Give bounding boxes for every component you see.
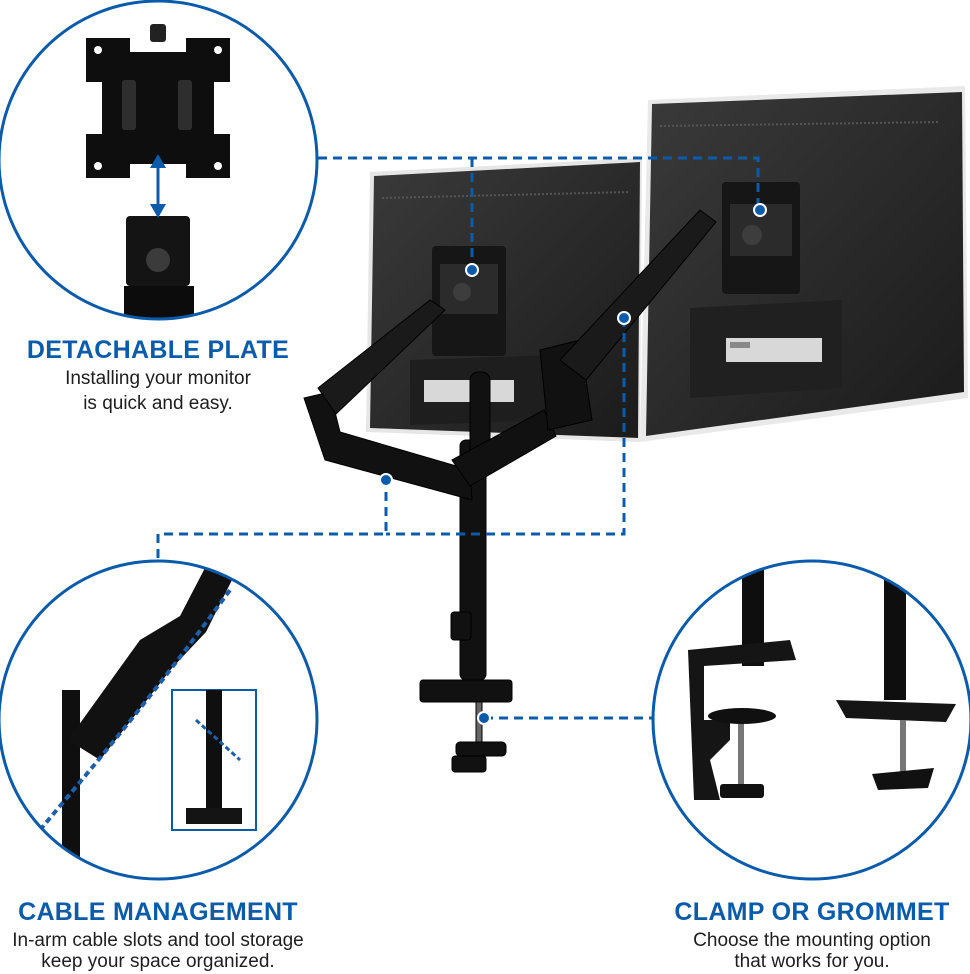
monitor-arm-stand xyxy=(303,209,717,773)
right-vesa-plate xyxy=(722,182,800,294)
callout-connectors xyxy=(156,156,760,720)
clamp-grommet-title: CLAMP OR GROMMET xyxy=(674,898,950,926)
clamp-grommet-line-2: that works for you. xyxy=(734,951,890,972)
cable-management-closeup xyxy=(0,559,319,881)
detachable-plate-title: DETACHABLE PLATE xyxy=(26,336,290,364)
clamp-grommet-line-1: Choose the mounting option xyxy=(693,930,931,951)
left-vesa-plate xyxy=(432,246,506,356)
detachable-plate-line-1: Installing your monitor xyxy=(65,368,251,389)
cable-management-line-2: keep your space organized. xyxy=(41,951,275,972)
right-monitor xyxy=(640,86,968,442)
clamp-grommet-closeup xyxy=(651,559,970,881)
detachable-plate-line-2: is quick and easy. xyxy=(83,393,233,414)
cable-management-line-1: In-arm cable slots and tool storage xyxy=(12,930,304,951)
cable-management-title: CABLE MANAGEMENT xyxy=(18,898,298,926)
detachable-plate-closeup xyxy=(0,0,319,321)
callout-dots xyxy=(379,203,767,725)
